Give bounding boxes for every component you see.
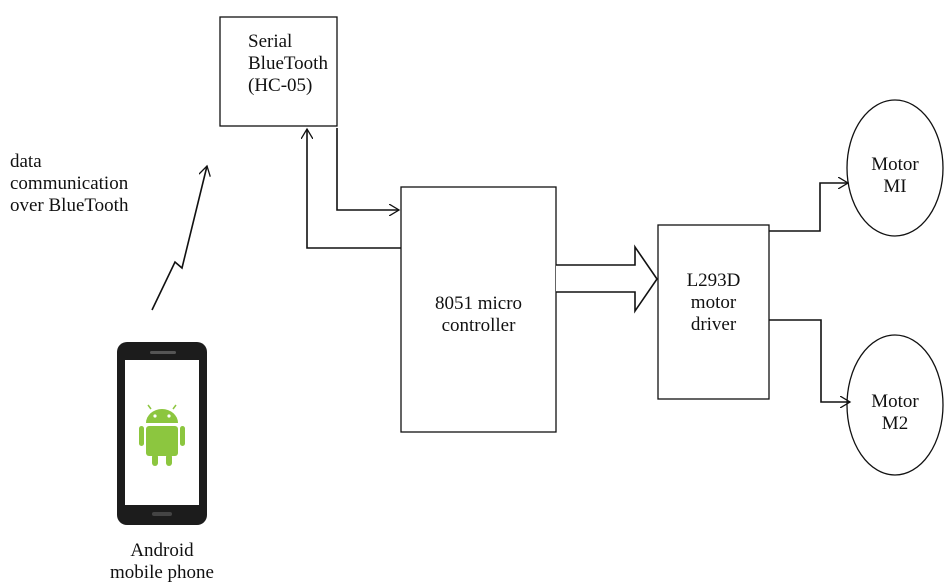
phone-caption: Android mobile phone — [82, 540, 242, 584]
motor-m2-label: Motor M2 — [847, 391, 943, 435]
driver-to-m2-arrow — [769, 319, 850, 402]
wireless-link-label: data communication over BlueTooth — [10, 151, 128, 217]
motor-driver-label: L293D motor driver — [658, 270, 769, 336]
bluetooth-label-line: Serial — [248, 31, 293, 52]
mcu-to-bt-arrow — [307, 129, 401, 249]
bluetooth-label-line: (HC-05) — [248, 75, 313, 96]
wireless-label-line: communication — [10, 173, 129, 194]
mcu-label-line: 8051 micro — [434, 293, 523, 314]
phone-caption-line: mobile phone — [110, 562, 214, 583]
bluetooth-module-box — [219, 16, 338, 127]
motor-m1-label-line: Motor — [871, 154, 919, 175]
driver-to-m1-arrow — [769, 183, 848, 232]
android-phone-icon — [117, 342, 207, 525]
android-robot-icon — [139, 404, 185, 466]
microcontroller-label: 8051 micro controller — [401, 293, 556, 337]
motor-m2-label-line: Motor — [871, 391, 919, 412]
motor-m2-label-line: M2 — [881, 413, 909, 434]
wireless-link-arrow — [151, 166, 207, 311]
driver-label-line: motor — [690, 292, 737, 313]
bluetooth-label-line: BlueTooth — [248, 53, 328, 74]
motor-m1-circle — [846, 99, 944, 237]
bt-to-mcu-arrow — [336, 128, 399, 210]
motor-m1-label: Motor MI — [847, 154, 943, 198]
driver-label-line: driver — [690, 314, 737, 335]
wireless-label-line: data — [10, 151, 42, 172]
motor-driver-box — [657, 224, 770, 400]
phone-caption-line: Android — [130, 540, 194, 561]
bluetooth-module-label: Serial BlueTooth (HC-05) — [248, 31, 328, 97]
mcu-label-line: controller — [441, 315, 516, 336]
driver-label-line: L293D — [686, 270, 741, 291]
microcontroller-box — [400, 186, 557, 433]
wireless-label-line: over BlueTooth — [10, 195, 129, 216]
mcu-to-driver-bus-arrow — [556, 244, 658, 314]
motor-m1-label-line: MI — [883, 176, 907, 197]
